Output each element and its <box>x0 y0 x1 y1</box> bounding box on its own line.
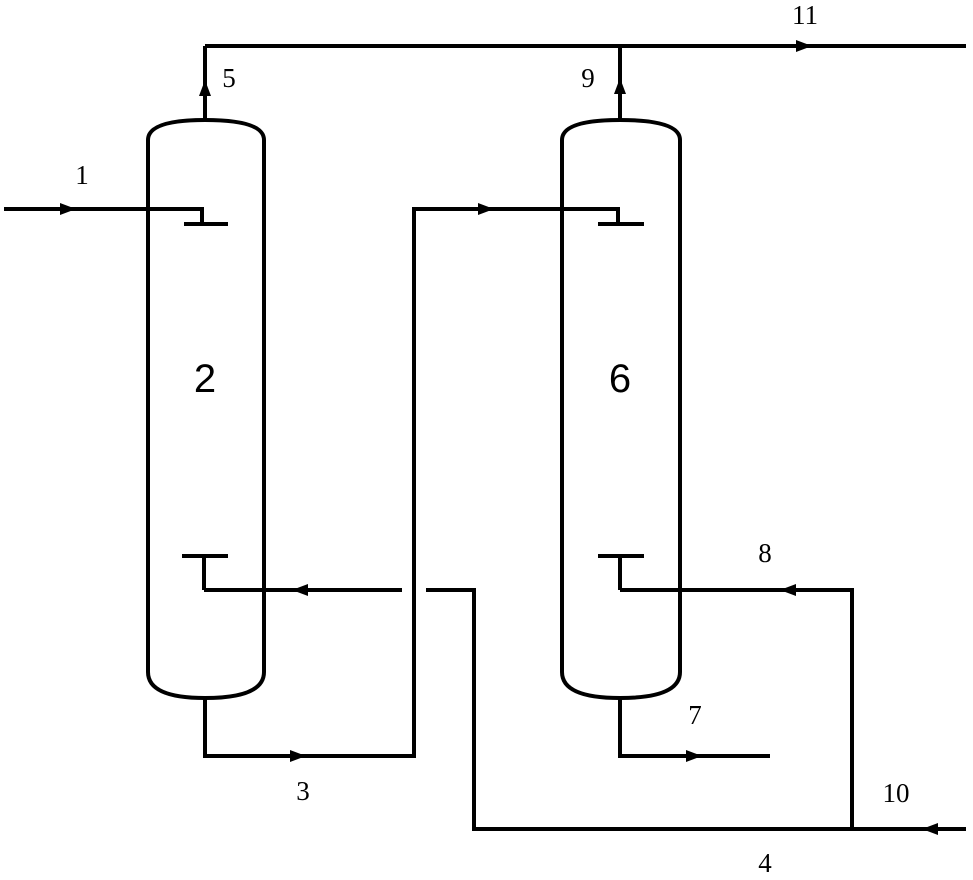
column-2-label: 2 <box>194 357 216 401</box>
stream-7-line <box>618 698 770 758</box>
column-2-bottom-distributor <box>182 554 228 590</box>
column-2-shell <box>146 117 266 701</box>
column-2-top-distributor <box>184 207 228 226</box>
stream-9-label: 9 <box>581 63 595 93</box>
stream-10-arrow <box>922 823 938 835</box>
stream-8-line <box>620 588 854 829</box>
stream-7-arrow <box>686 750 702 762</box>
overhead-header: 5 9 11 <box>199 0 966 120</box>
stream-1-arrow <box>60 203 76 215</box>
stream-1-label: 1 <box>75 160 89 190</box>
column-6: 6 <box>560 117 682 701</box>
column-6-shell <box>560 117 682 701</box>
stream-4-arrow <box>292 584 308 596</box>
stream-7: 7 <box>618 698 770 762</box>
stream-4: 4 <box>204 584 852 878</box>
stream-1: 1 <box>4 160 184 215</box>
column-6-bottom-distributor <box>598 554 644 590</box>
stream-7-label: 7 <box>688 700 702 730</box>
stream-8-arrow <box>780 584 796 596</box>
stream-8: 8 <box>620 538 854 829</box>
column-2: 2 <box>146 117 266 701</box>
stream-3: 3 <box>203 203 562 806</box>
stream-3-top-arrow <box>478 203 494 215</box>
stream-3-label: 3 <box>296 776 310 806</box>
stream-11-arrow <box>796 40 812 52</box>
column-6-top-distributor <box>562 207 644 226</box>
stream-4-label: 4 <box>758 848 772 878</box>
stream-3-bottom-arrow <box>290 750 306 762</box>
stream-10: 10 <box>852 778 966 835</box>
stream-4-line <box>426 588 852 831</box>
stream-5-arrow <box>199 80 211 96</box>
stream-5-label: 5 <box>222 63 236 93</box>
stream-8-label: 8 <box>758 538 772 568</box>
stream-11-label: 11 <box>792 0 818 30</box>
stream-10-label: 10 <box>883 778 910 808</box>
stream-9-arrow <box>614 78 626 94</box>
stream-3-line <box>203 207 562 758</box>
column-6-label: 6 <box>609 357 631 401</box>
